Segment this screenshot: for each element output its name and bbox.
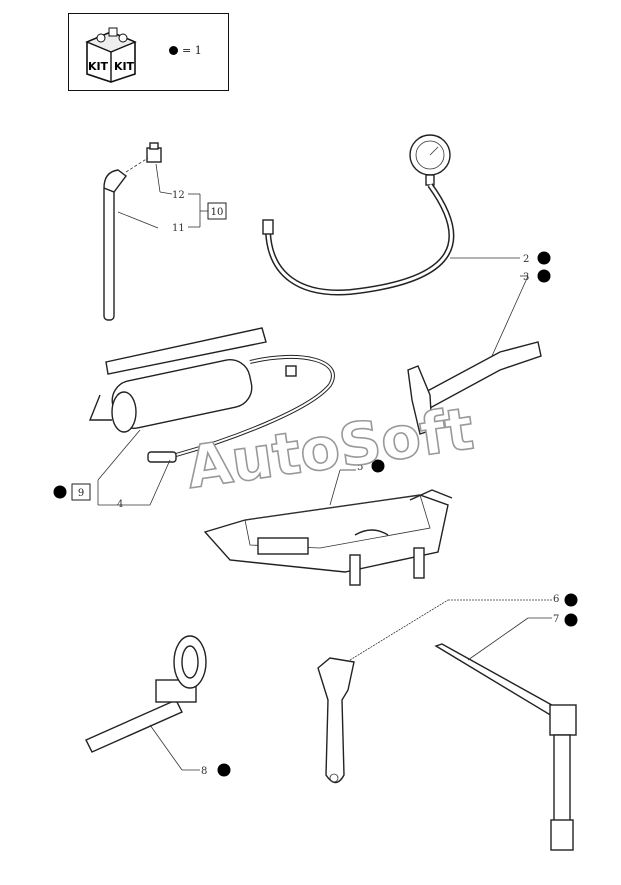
legend-description: = 1: [169, 44, 202, 57]
legend-marker-dot: [169, 46, 178, 55]
tool-bag-part: [203, 469, 453, 586]
box-spanner-part: [434, 617, 577, 851]
kit-legend-box: KIT KIT = 1: [68, 13, 229, 91]
callout-9-label: 9: [78, 488, 84, 499]
callout-8-group: 8: [182, 763, 231, 777]
callout-6-group: 6: [448, 593, 578, 607]
callout-3-group: 3: [520, 269, 551, 283]
callout-5-label: 5: [357, 462, 363, 473]
kit-marker-dot: [564, 613, 578, 627]
legend-text: = 1: [182, 44, 202, 57]
kit-marker-dot: [371, 459, 385, 473]
kit-marker-dot: [217, 763, 231, 777]
callout-9-group: 9: [53, 429, 141, 505]
callout-5-group: 5: [340, 459, 385, 473]
callout-7-label: 7: [553, 614, 559, 625]
callout-6-label: 6: [553, 594, 559, 605]
kit-marker-dot: [564, 593, 578, 607]
watermark-text: AutoSoft: [182, 394, 477, 501]
callout-10-group: 12 11 10: [117, 163, 227, 234]
grease-gun-part: [88, 327, 335, 463]
callout-4-label: 4: [117, 499, 123, 510]
callout-2-label: 2: [523, 254, 529, 265]
kit-label-left: KIT: [88, 60, 109, 73]
callout-10-label: 10: [211, 207, 224, 218]
callout-3-label: 3: [523, 272, 529, 283]
kit-marker-dot: [53, 485, 67, 499]
grease-pipe-part: [103, 142, 162, 321]
callout-2-group: 2: [450, 251, 551, 265]
clamp-rod-part: [85, 635, 207, 771]
kit-label-right: KIT: [114, 60, 135, 73]
callout-11-label: 11: [172, 223, 185, 234]
callout-8-label: 8: [201, 766, 207, 777]
pressure-gauge-part: [262, 134, 455, 296]
callout-7-group: 7: [528, 613, 578, 627]
kit-marker-dot: [537, 251, 551, 265]
kit-box-icon: KIT KIT: [85, 27, 137, 83]
callout-4-group: 4: [98, 459, 171, 510]
callout-12-label: 12: [172, 190, 185, 201]
adjustable-wrench-part: [317, 599, 449, 784]
tyre-tool-part: [407, 275, 542, 435]
kit-marker-dot: [537, 269, 551, 283]
